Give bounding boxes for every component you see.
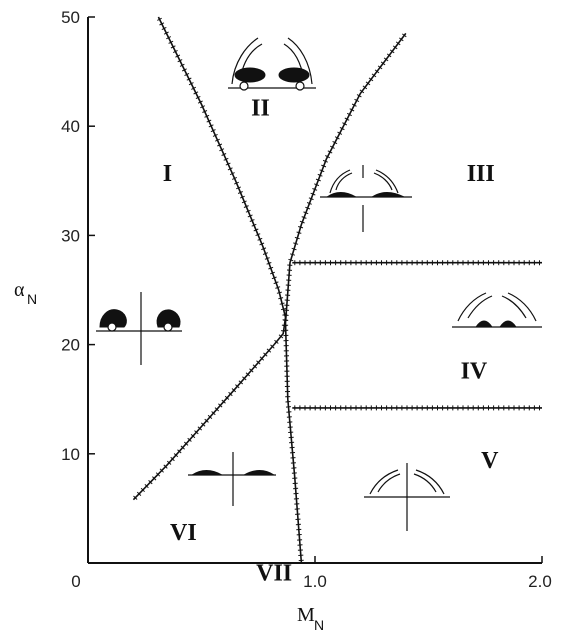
y-tick-label: 40 <box>61 117 80 136</box>
boundary-hatching-2 <box>133 344 275 500</box>
boundary-line-3 <box>284 32 407 564</box>
x-axis-title-subscript: N <box>314 617 324 633</box>
sketch-region-v <box>364 463 450 531</box>
region-label-v: V <box>481 448 499 474</box>
boundary-hatching-1 <box>157 17 288 344</box>
y-tick-label: 30 <box>61 226 80 245</box>
x-tick-label: 2.0 <box>528 572 552 591</box>
y-tick-label: 20 <box>61 336 80 355</box>
region-label-iv: IV <box>461 358 488 384</box>
regime-boundaries <box>132 16 542 564</box>
y-tick-label: 50 <box>61 8 80 27</box>
x-axis-title: M <box>297 604 315 626</box>
region-label-i: I <box>163 161 172 187</box>
region-label-ii: II <box>251 95 270 121</box>
y-axis-title-subscript: N <box>27 291 37 307</box>
boundary-line-1 <box>157 16 287 346</box>
boundary-line-2 <box>132 344 275 501</box>
boundary-hatching-3 <box>283 33 407 562</box>
flow-pattern-sketches <box>96 37 542 531</box>
region-label-vii: VII <box>256 560 292 586</box>
sketch-region-iii <box>320 165 412 232</box>
sketch-region-i <box>96 292 182 365</box>
x-tick-label: 0 <box>71 572 80 591</box>
sketch-region-vi <box>188 452 276 506</box>
boundary-hatching-5 <box>294 405 540 411</box>
region-label-iii: III <box>467 161 495 187</box>
y-axis-title: α <box>14 279 25 301</box>
sketch-region-iv <box>452 292 542 328</box>
y-tick-label: 10 <box>61 445 80 464</box>
region-label-vi: VI <box>170 520 197 546</box>
boundary-hatching-4 <box>294 260 540 266</box>
x-tick-label: 1.0 <box>303 572 327 591</box>
sketch-region-ii <box>228 37 316 91</box>
